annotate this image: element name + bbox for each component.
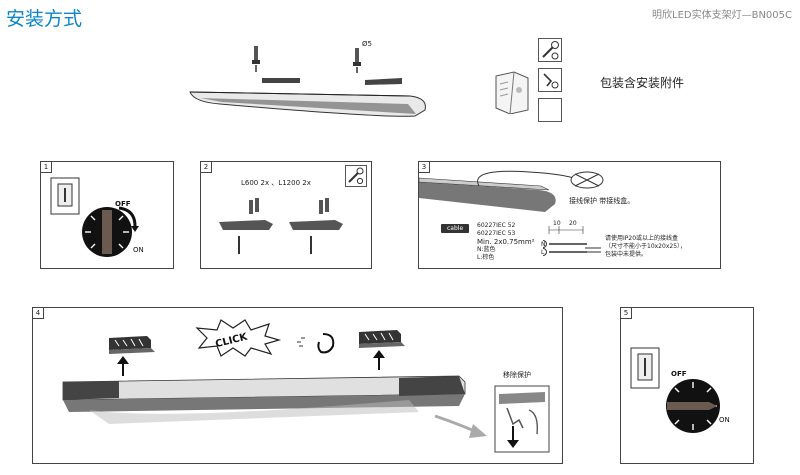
box-note: 请使用IP20或以上的接线盒 （尺寸不能小于10x20x25）， 包装中未提供。 bbox=[605, 235, 686, 259]
screw-left bbox=[252, 46, 260, 72]
switch-on-label: ON bbox=[719, 416, 730, 424]
remove-label: 移除保护 bbox=[503, 371, 531, 379]
switch-off-label: OFF bbox=[671, 370, 687, 378]
note-line-2: （尺寸不能小于10x20x25）， bbox=[605, 243, 687, 250]
panel-2: 2 L600 2x 、L1200 2x bbox=[200, 161, 372, 269]
panel-3: 3 接线保护 带接线盒。 cable 60227IEC 52 60227IEC … bbox=[418, 161, 721, 269]
panel-5: 5 OFF ON bbox=[620, 307, 754, 464]
no-box-icon bbox=[570, 171, 604, 189]
wire-strip-icon bbox=[543, 226, 587, 256]
protect-label: 接线保护 带接线盒。 bbox=[569, 197, 635, 205]
clip-left bbox=[262, 78, 300, 83]
strip-dim-2: 20 bbox=[569, 220, 577, 227]
switch-off-label: OFF bbox=[115, 200, 131, 208]
wall-switch-icon bbox=[630, 347, 660, 389]
sizes-label: L600 2x 、L1200 2x bbox=[241, 179, 311, 187]
rotary-switch-icon: OFF ON bbox=[82, 200, 144, 257]
screwdriver-icon bbox=[542, 41, 559, 60]
screwdriver-box bbox=[345, 165, 367, 187]
remove-protection-icon bbox=[494, 385, 550, 453]
package-note: 包装含安装附件 bbox=[600, 76, 685, 90]
clip-right bbox=[365, 78, 402, 85]
clip-left-icon bbox=[109, 336, 155, 376]
tool-box bbox=[538, 68, 562, 92]
rotary-switch-icon: OFF ON bbox=[666, 370, 730, 433]
page-title: 安装方式 bbox=[6, 8, 83, 30]
empty-box bbox=[538, 98, 562, 122]
click-burst-icon: CLICK bbox=[195, 319, 282, 357]
note-line-1: 请使用IP20或以上的接线盒 bbox=[605, 235, 679, 242]
strip-dim-1: 10 bbox=[553, 220, 561, 227]
hole-label: Ø5 bbox=[362, 40, 372, 48]
fixture-mount-icon bbox=[62, 375, 466, 424]
panel-number: 2 bbox=[200, 161, 212, 173]
cable-badge: cable bbox=[441, 224, 470, 233]
panel-1: 1 OFF ON bbox=[40, 161, 174, 269]
drill-icon bbox=[543, 73, 559, 89]
clip-right-icon bbox=[359, 330, 405, 370]
ear-icon bbox=[297, 333, 335, 354]
turn-arrow-icon bbox=[118, 206, 137, 227]
panel-number: 3 bbox=[418, 161, 430, 173]
panel-number: 4 bbox=[32, 307, 44, 319]
screwdriver-box bbox=[538, 38, 562, 62]
screw-right bbox=[353, 48, 361, 73]
cable-spec-1: 60227IEC 52 bbox=[477, 222, 516, 229]
switch-on-label: ON bbox=[133, 246, 144, 254]
cable-spec-4: N:蓝色 bbox=[477, 246, 496, 253]
clip-parts-icon bbox=[219, 198, 343, 254]
manual-booklet-icon bbox=[495, 71, 529, 114]
panel-4: 4 CLICK 移除保护 bbox=[32, 307, 563, 464]
note-line-3: 包装中未提供。 bbox=[605, 251, 648, 258]
wire-end-icon bbox=[585, 247, 601, 253]
cable-spec-2: 60227IEC 53 bbox=[477, 230, 516, 237]
pin-label-l: L bbox=[541, 249, 545, 256]
pin-label-n: N bbox=[541, 241, 546, 248]
panel-number: 5 bbox=[620, 307, 632, 319]
panel-number: 1 bbox=[40, 161, 52, 173]
wall-switch-icon bbox=[50, 177, 80, 215]
cable-spec-3: Min. 2x0.75mm² bbox=[477, 238, 535, 246]
cable-spec-5: L:棕色 bbox=[477, 254, 495, 261]
product-name: 明欣LED实体支架灯—BN005C bbox=[652, 10, 792, 21]
screwdriver-icon bbox=[348, 167, 364, 185]
cable-specs: 60227IEC 52 60227IEC 53 Min. 2x0.75mm² N… bbox=[477, 222, 535, 262]
fixture-overview bbox=[189, 46, 426, 117]
arrow-icon bbox=[434, 414, 487, 438]
